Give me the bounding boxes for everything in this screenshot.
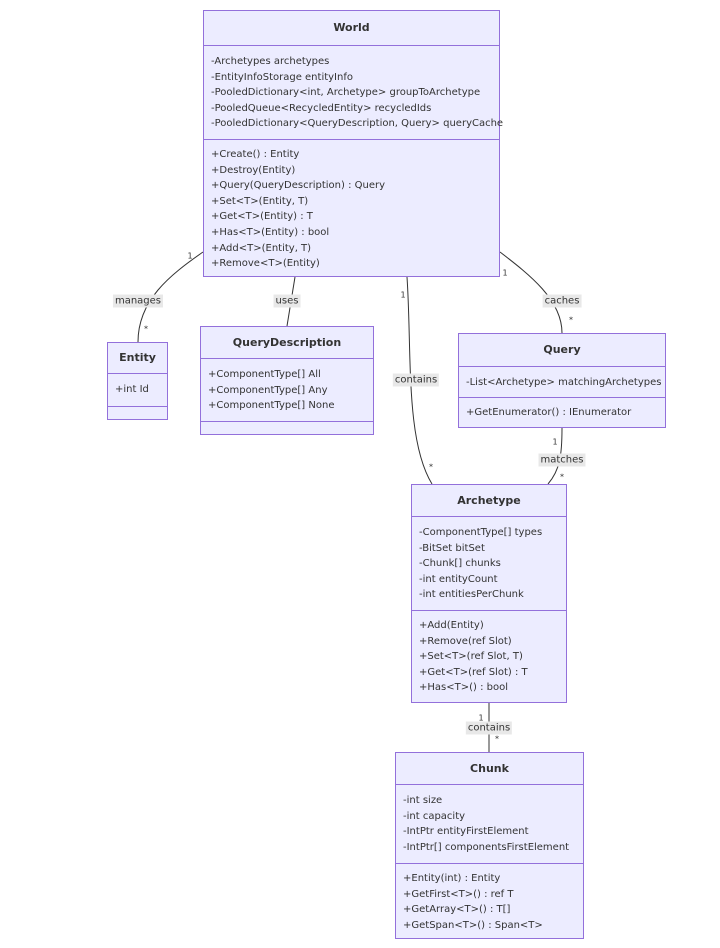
methods-section: +Entity(int) : Entity +GetFirst<T>() : r… xyxy=(396,863,583,933)
edge-manages xyxy=(137,251,204,343)
cardinality-matches-from: 1 xyxy=(552,437,558,447)
methods-section: +Add(Entity) +Remove(ref Slot) +Set<T>(r… xyxy=(412,610,566,696)
cardinality-manages-from: 1 xyxy=(187,251,193,261)
class-query-description[interactable]: QueryDescription +ComponentType[] All +C… xyxy=(200,326,374,435)
attributes-section: +int Id xyxy=(108,373,167,406)
class-chunk[interactable]: Chunk -int size -int capacity -IntPtr en… xyxy=(395,752,584,939)
attribute: -int capacity xyxy=(403,810,466,822)
attribute: +ComponentType[] None xyxy=(208,400,335,412)
attribute: -PooledDictionary<int, Archetype> groupT… xyxy=(211,87,481,99)
method: +Has<T>(Entity) : bool xyxy=(211,226,330,238)
cardinality-manages-to: * xyxy=(144,324,148,334)
class-entity[interactable]: Entity +int Id xyxy=(107,342,168,420)
relation-label-manages: manages xyxy=(112,294,164,308)
class-query[interactable]: Query -List<Archetype> matchingArchetype… xyxy=(458,333,666,428)
attribute: -int entitiesPerChunk xyxy=(419,589,524,601)
relation-label-caches: caches xyxy=(542,294,582,308)
attribute: -int entityCount xyxy=(419,573,498,585)
method: +Get<T>(ref Slot) : T xyxy=(419,666,528,678)
attributes-section: +ComponentType[] All +ComponentType[] An… xyxy=(201,358,373,421)
methods-section: +Create() : Entity +Destroy(Entity) +Que… xyxy=(204,139,499,272)
class-name: QueryDescription xyxy=(232,336,342,349)
method: +Remove<T>(Entity) xyxy=(211,258,320,270)
class-name: Entity xyxy=(119,351,156,364)
attribute: -PooledDictionary<QueryDescription, Quer… xyxy=(211,118,504,130)
attribute: -IntPtr[] componentsFirstElement xyxy=(403,841,570,853)
cardinality-contains-archetype-to: * xyxy=(429,462,433,472)
method: +Add<T>(Entity, T) xyxy=(211,242,312,254)
method: +Destroy(Entity) xyxy=(211,164,296,176)
edge-contains-archetype xyxy=(406,276,433,485)
attribute: -int size xyxy=(403,795,443,806)
attributes-section: -int size -int capacity -IntPtr entityFi… xyxy=(396,784,583,863)
method: +Has<T>() : bool xyxy=(419,682,508,694)
class-name: Query xyxy=(543,343,581,356)
cardinality-caches-to: * xyxy=(569,315,573,325)
cardinality-matches-to: * xyxy=(560,472,564,482)
relation-label-contains-archetype: contains xyxy=(392,373,440,387)
attribute: -BitSet bitSet xyxy=(419,542,485,554)
attribute: +ComponentType[] All xyxy=(208,369,321,380)
method: +Add(Entity) xyxy=(419,620,484,631)
attribute: -ComponentType[] types xyxy=(419,527,543,538)
attribute: -Chunk[] chunks xyxy=(419,558,501,570)
method: +Set<T>(ref Slot, T) xyxy=(419,651,523,663)
cardinality-contains-chunk-to: * xyxy=(495,734,499,744)
class-name: World xyxy=(333,21,370,34)
class-world[interactable]: World -Archetypes archetypes -EntityInfo… xyxy=(203,10,504,277)
methods-section xyxy=(201,421,373,434)
class-name: Chunk xyxy=(470,762,509,775)
attribute: -EntityInfoStorage entityInfo xyxy=(211,71,353,83)
methods-section: +GetEnumerator() : IEnumerator xyxy=(459,397,665,421)
attribute: -Archetypes archetypes xyxy=(211,56,330,67)
cardinality-contains-chunk-from: 1 xyxy=(478,713,484,723)
attributes-section: -ComponentType[] types -BitSet bitSet -C… xyxy=(412,516,566,610)
class-archetype[interactable]: Archetype -ComponentType[] types -BitSet… xyxy=(411,484,567,703)
class-name: Archetype xyxy=(457,494,521,507)
method: +Entity(int) : Entity xyxy=(403,873,501,884)
method: +Create() : Entity xyxy=(211,149,300,160)
method: +Query(QueryDescription) : Query xyxy=(211,180,386,192)
method: +GetEnumerator() : IEnumerator xyxy=(466,407,632,418)
method: +GetArray<T>() : T[] xyxy=(403,904,511,916)
edge-caches xyxy=(499,251,563,334)
cardinality-contains-archetype-from: 1 xyxy=(400,290,406,300)
attribute: -PooledQueue<RecycledEntity> recycledIds xyxy=(211,102,432,114)
attribute: +ComponentType[] Any xyxy=(208,384,328,396)
relation-label-contains-chunk: contains xyxy=(465,721,513,735)
attribute: +int Id xyxy=(115,384,149,395)
attribute: -IntPtr entityFirstElement xyxy=(403,826,529,838)
relation-label-matches: matches xyxy=(538,453,586,467)
methods-section xyxy=(108,406,167,419)
method: +Get<T>(Entity) : T xyxy=(211,211,313,223)
attributes-section: -List<Archetype> matchingArchetypes xyxy=(459,366,665,397)
relation-label-uses: uses xyxy=(273,294,301,308)
cardinality-caches-from: 1 xyxy=(502,268,508,278)
method: +Set<T>(Entity, T) xyxy=(211,195,309,207)
attributes-section: -Archetypes archetypes -EntityInfoStorag… xyxy=(204,45,504,139)
method: +Remove(ref Slot) xyxy=(419,635,512,647)
method: +GetSpan<T>() : Span<T> xyxy=(403,919,543,931)
method: +GetFirst<T>() : ref T xyxy=(403,888,514,900)
attribute: -List<Archetype> matchingArchetypes xyxy=(466,377,662,388)
